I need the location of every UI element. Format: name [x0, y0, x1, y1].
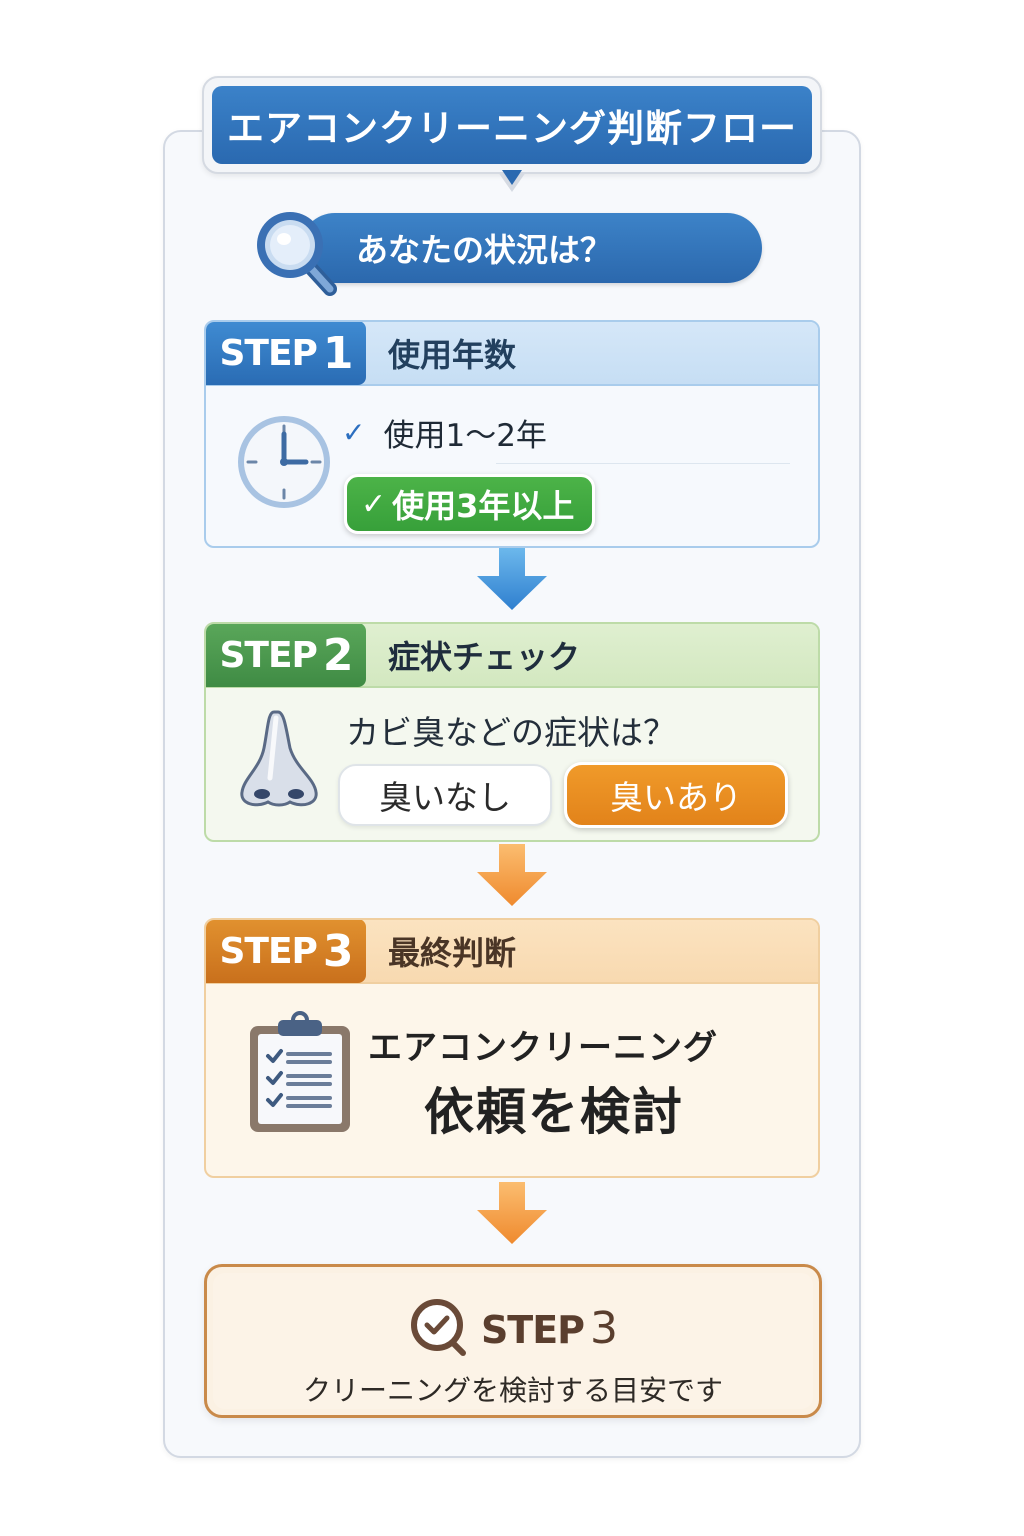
- arrow-down-icon: [477, 1182, 547, 1244]
- title-box: エアコンクリーニング判断フロー: [212, 86, 812, 164]
- step2-title: 症状チェック: [388, 638, 581, 676]
- clock-icon: [238, 416, 330, 508]
- title-banner: エアコンクリーニング判断フロー: [202, 76, 822, 174]
- title-speech-tail: [498, 170, 526, 192]
- option-3-years-plus-selected[interactable]: ✓ 使用3年以上: [344, 474, 596, 534]
- step-number: 1: [322, 327, 354, 379]
- step-label: STEP: [219, 332, 317, 374]
- symptom-question: カビ臭などの症状は？: [346, 713, 676, 752]
- page-title: エアコンクリーニング判断フロー: [227, 107, 797, 150]
- step-number: 2: [322, 629, 354, 681]
- option-1-2-years[interactable]: ✓ 使用1〜2年: [342, 410, 547, 455]
- step-label: STEP: [219, 930, 317, 972]
- step3-title: 最終判断: [388, 934, 517, 972]
- option-label: 使用3年以上: [392, 487, 575, 525]
- odor-present-button-selected[interactable]: 臭いあり: [564, 762, 788, 828]
- step-number: 3: [590, 1302, 618, 1354]
- check-icon: ✓: [361, 486, 387, 522]
- step1-title: 使用年数: [388, 336, 517, 374]
- option-label: 使用1〜2年: [383, 418, 547, 454]
- step-label: STEP: [480, 1307, 585, 1352]
- situation-question-pill: あなたの状況は？: [300, 213, 762, 283]
- arrow-down-icon: [477, 844, 547, 906]
- result-line-1: エアコンクリーニング: [368, 1028, 718, 1068]
- summary-text: クリーニングを検討する目安です: [302, 1374, 723, 1407]
- arrow-down-icon: [477, 548, 547, 610]
- nose-icon: [240, 710, 318, 807]
- step-number: 3: [322, 925, 354, 977]
- no-odor-button[interactable]: 臭いなし: [338, 764, 552, 826]
- check-icon: ✓: [342, 416, 366, 449]
- magnifier-icon: [257, 212, 337, 296]
- clipboard-checklist-icon: [250, 1011, 350, 1132]
- situation-question: あなたの状況は？: [356, 231, 613, 269]
- magnifier-check-icon: [410, 1299, 466, 1356]
- divider: [496, 463, 790, 464]
- result-line-2: 依頼を検討: [424, 1083, 684, 1141]
- step-label: STEP: [219, 634, 317, 676]
